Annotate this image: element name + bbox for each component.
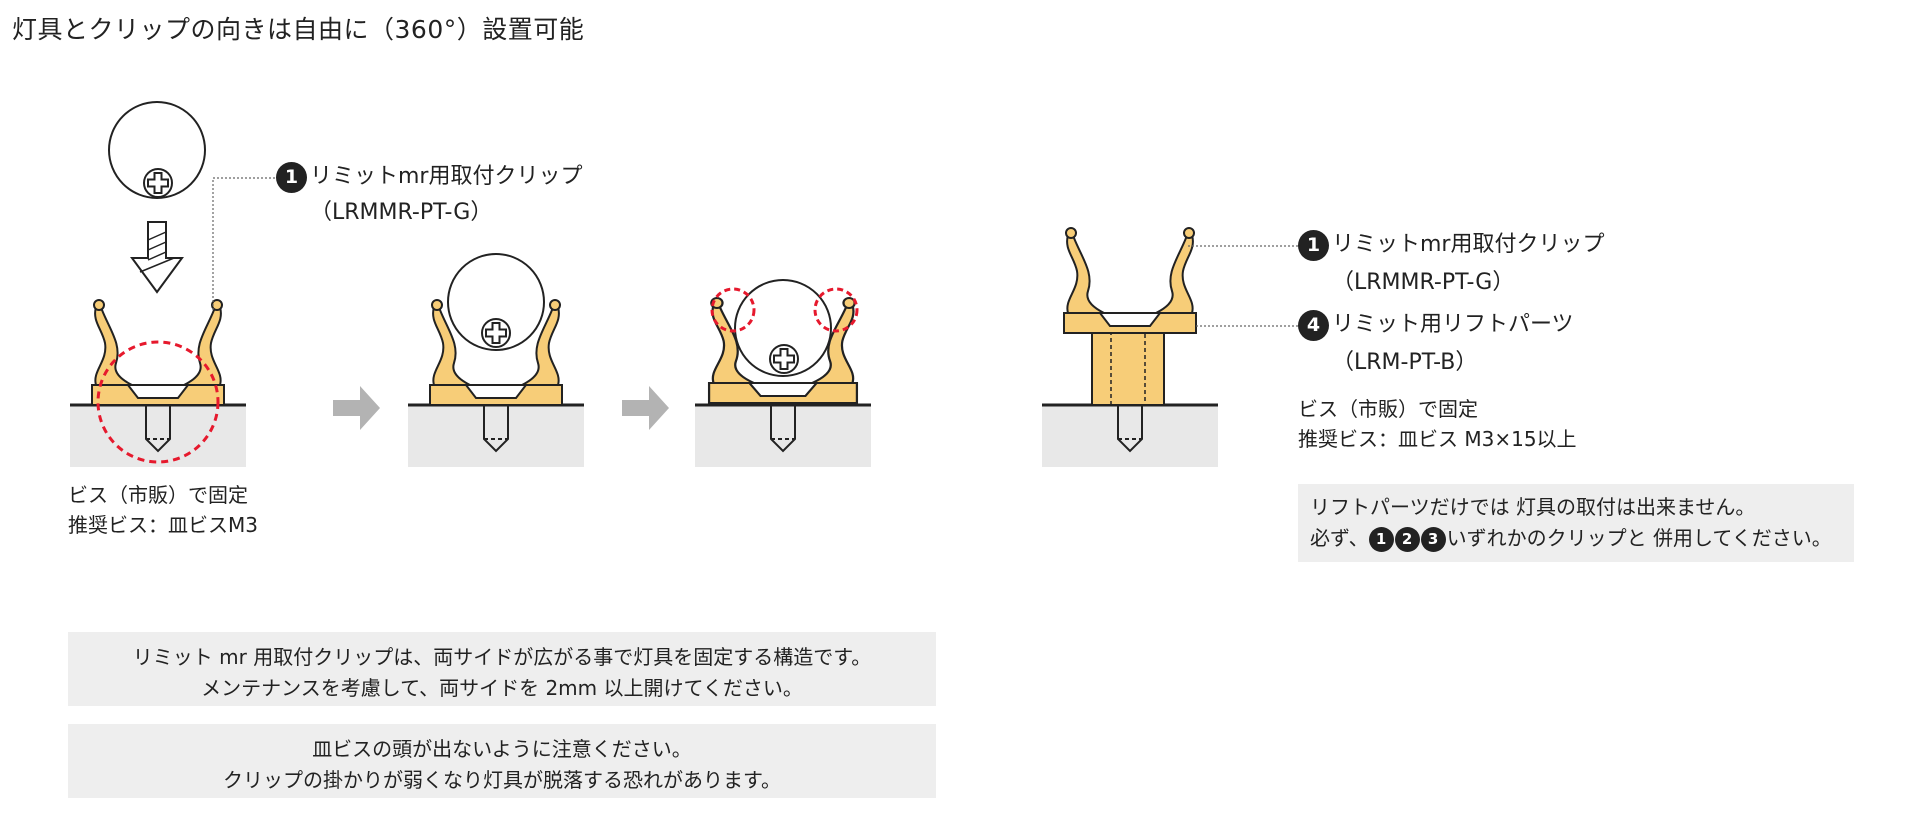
step-3-illustration xyxy=(693,279,873,469)
step-2-illustration xyxy=(406,253,586,469)
info-box-screw-warning: 皿ビスの頭が出ないように注意ください。 クリップの掛かりが弱くなり灯具が脱落する… xyxy=(68,724,936,798)
number-badge-1: 1 xyxy=(276,161,307,193)
note-left: ビス（市販）で固定 推奨ビス：皿ビスM3 xyxy=(68,483,258,537)
callout-clip-1-model: （LRMMR-PT-G） xyxy=(310,200,493,225)
lift-parts-illustration xyxy=(1040,227,1300,469)
down-arrow-icon xyxy=(130,221,184,294)
right-arrow-icon xyxy=(622,386,669,430)
phillips-screw-icon xyxy=(481,318,511,348)
number-badge-1: 1 xyxy=(1298,229,1329,261)
dashed-circle-highlight xyxy=(813,287,859,333)
dashed-circle-highlight xyxy=(96,340,220,464)
number-badge-1: 1 xyxy=(1368,527,1394,552)
phillips-screw-icon xyxy=(143,168,173,198)
mounting-clip xyxy=(91,299,225,406)
phillips-screw-icon xyxy=(769,344,799,374)
number-badge-4: 4 xyxy=(1298,309,1329,341)
dashed-circle-highlight xyxy=(710,287,756,333)
note-right: ビス（市販）で固定 推奨ビス：皿ビス M3×15以上 xyxy=(1298,397,1577,451)
info-box-maintenance: リミット mr 用取付クリップは、両サイドが広がる事で灯具を固定する構造です。 … xyxy=(68,632,936,706)
page-title: 灯具とクリップの向きは自由に（360°）設置可能 xyxy=(12,15,585,44)
number-badge-3: 3 xyxy=(1420,527,1446,552)
callout-clip-2-model: （LRMMR-PT-G） xyxy=(1332,270,1515,295)
callout-lift-parts-model: （LRM-PT-B） xyxy=(1332,350,1478,375)
right-arrow-icon xyxy=(333,386,380,430)
number-badge-2: 2 xyxy=(1394,527,1420,552)
mounting-clip xyxy=(1063,227,1197,334)
lamp-circle xyxy=(108,101,206,199)
step-1-illustration xyxy=(68,101,275,469)
